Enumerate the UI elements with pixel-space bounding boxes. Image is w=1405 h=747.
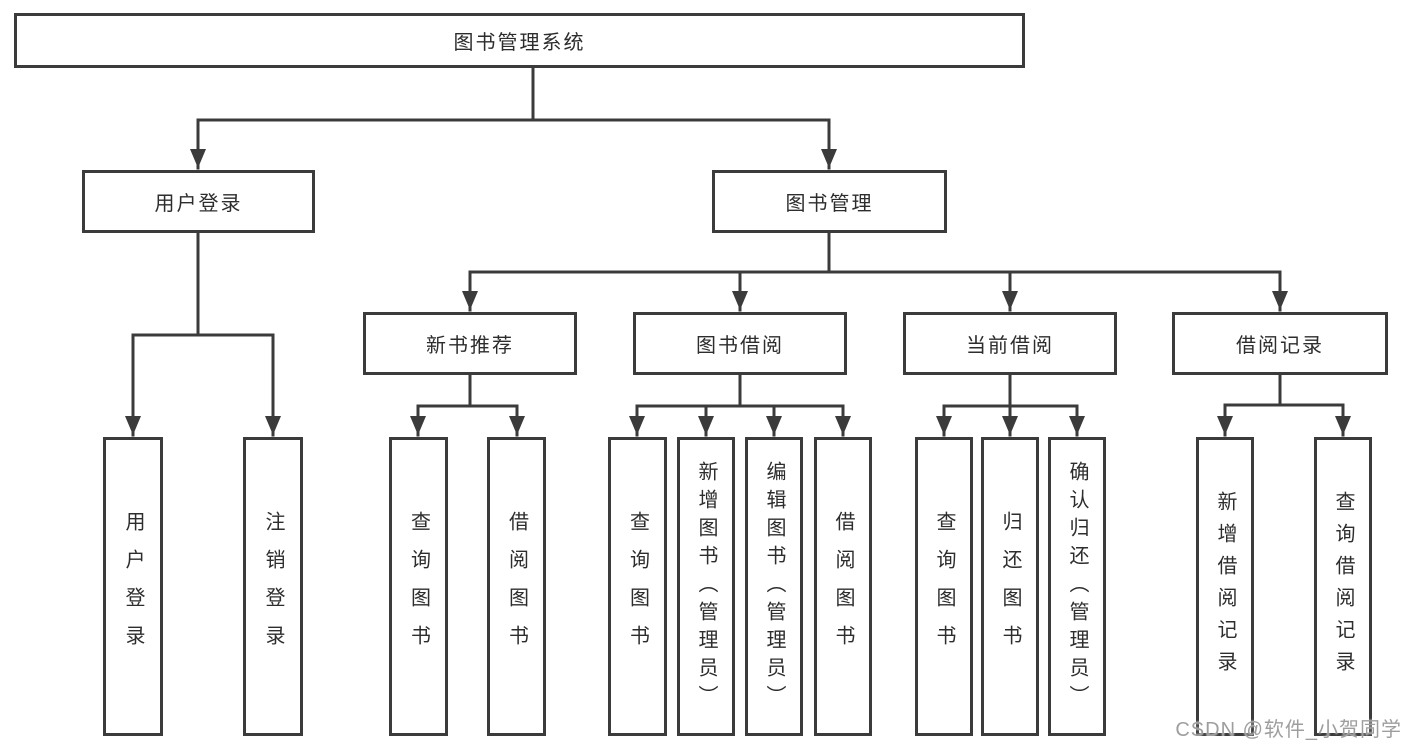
node-borrowing-records-label: 借阅记录 xyxy=(1236,335,1324,357)
leaf-return-books-label: 归还图书 xyxy=(999,510,1021,663)
leaf-confirm-return-admin: 确认归还（管理员） xyxy=(1048,437,1106,736)
leaf-add-book-admin: 新增图书（管理员） xyxy=(677,437,735,736)
leaf-user-login: 用户登录 xyxy=(103,437,163,736)
leaf-borrow-books-borrowing-label: 借阅图书 xyxy=(832,510,854,663)
node-book-borrowing-label: 图书借阅 xyxy=(696,335,784,357)
node-book-borrowing: 图书借阅 xyxy=(633,312,847,375)
leaf-confirm-return-admin-label: 确认归还（管理员） xyxy=(1066,460,1088,713)
leaf-logout-login: 注销登录 xyxy=(243,437,303,736)
leaf-edit-book-admin-label: 编辑图书（管理员） xyxy=(763,460,785,713)
leaf-query-books-borrowing-label: 查询图书 xyxy=(626,510,649,663)
leaf-user-login-label: 用户登录 xyxy=(122,510,144,663)
node-user-login-label: 用户登录 xyxy=(154,193,243,215)
leaf-borrow-books-recommend-label: 借阅图书 xyxy=(505,510,528,663)
leaf-query-books-current-label: 查询图书 xyxy=(933,510,955,663)
node-book-management-label: 图书管理 xyxy=(785,193,874,215)
node-library-system-label: 图书管理系统 xyxy=(453,32,586,54)
node-current-borrowing: 当前借阅 xyxy=(903,312,1117,375)
node-new-book-recommendation: 新书推荐 xyxy=(363,312,577,375)
leaf-query-books-recommend-label: 查询图书 xyxy=(407,510,430,663)
leaf-borrow-books-borrowing: 借阅图书 xyxy=(814,437,872,736)
node-current-borrowing-label: 当前借阅 xyxy=(966,335,1054,357)
leaf-add-borrow-record: 新增借阅记录 xyxy=(1196,437,1254,736)
leaf-query-books-current: 查询图书 xyxy=(915,437,973,736)
watermark: CSDN @软件_小贺同学 xyxy=(1175,719,1402,741)
node-book-management: 图书管理 xyxy=(712,170,947,233)
leaf-add-borrow-record-label: 新增借阅记录 xyxy=(1214,490,1236,683)
leaf-add-book-admin-label: 新增图书（管理员） xyxy=(695,460,717,713)
leaf-edit-book-admin: 编辑图书（管理员） xyxy=(745,437,803,736)
leaf-borrow-books-recommend: 借阅图书 xyxy=(487,437,546,736)
node-user-login: 用户登录 xyxy=(82,170,315,233)
node-borrowing-records: 借阅记录 xyxy=(1172,312,1388,375)
node-library-system: 图书管理系统 xyxy=(14,13,1025,68)
leaf-query-borrow-record-label: 查询借阅记录 xyxy=(1332,490,1354,683)
leaf-query-borrow-record: 查询借阅记录 xyxy=(1314,437,1372,736)
node-new-book-recommendation-label: 新书推荐 xyxy=(426,335,514,357)
leaf-query-books-recommend: 查询图书 xyxy=(389,437,448,736)
leaf-query-books-borrowing: 查询图书 xyxy=(608,437,667,736)
leaf-return-books: 归还图书 xyxy=(981,437,1039,736)
leaf-logout-login-label: 注销登录 xyxy=(262,510,284,663)
